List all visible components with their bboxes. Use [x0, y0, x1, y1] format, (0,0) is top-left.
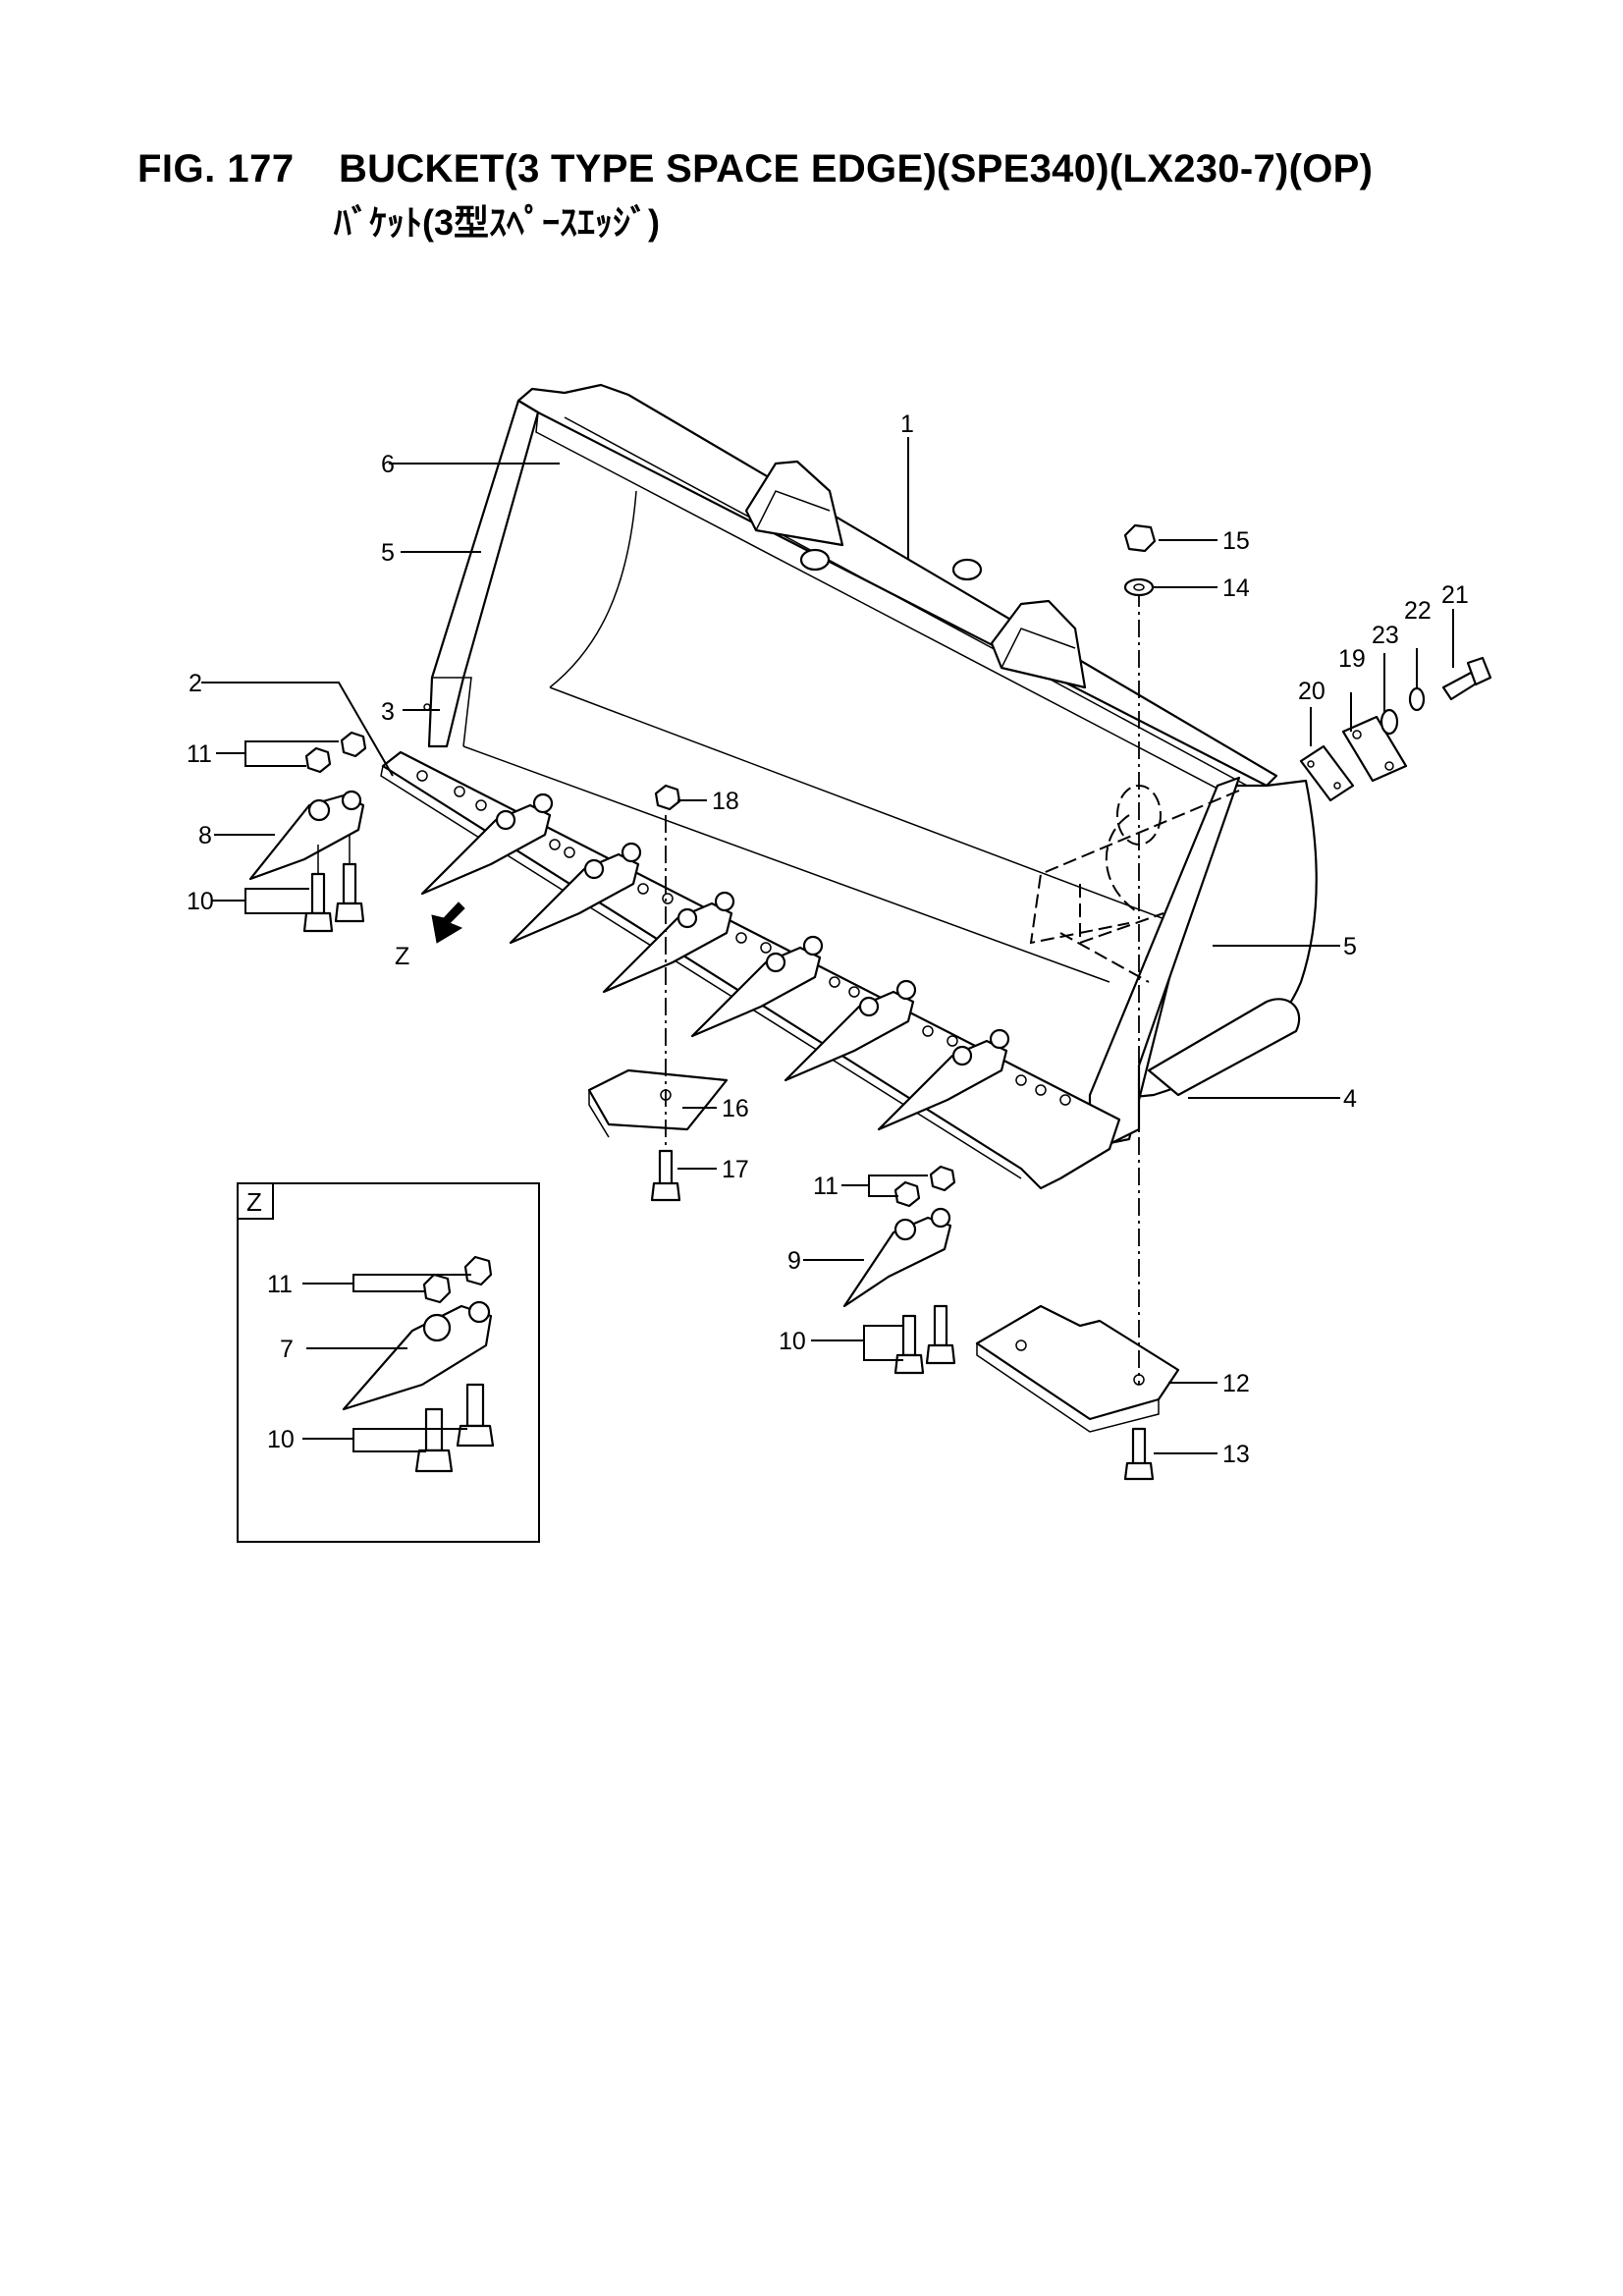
callout-21: 21 [1441, 581, 1469, 609]
callout-17: 17 [722, 1156, 749, 1183]
cutting-edge-holes [416, 770, 1071, 1106]
callout-labels: 1 2 3 4 5 5 6 8 9 10 10 11 11 12 13 14 1… [187, 410, 1469, 1468]
bucket-body [380, 383, 1318, 1190]
edge-guard-16 [587, 784, 729, 1202]
figure-subtitle: ﾊﾞｹｯﾄ(3型ｽﾍﾟｰｽｴｯｼﾞ) [334, 202, 660, 243]
bucket-teeth [420, 793, 1010, 1131]
callout-2: 2 [189, 670, 202, 697]
inset-label: Z [246, 1187, 262, 1217]
figure-title: BUCKET(3 TYPE SPACE EDGE)(SPE340)(LX230-… [339, 147, 1374, 191]
wear-plate-12 [975, 523, 1180, 1481]
callout-11-left: 11 [187, 740, 212, 768]
corner-tooth-left [248, 731, 367, 933]
inset-callout-10: 10 [267, 1426, 295, 1453]
view-arrow-z: Z [395, 902, 465, 970]
view-arrow-label: Z [395, 943, 409, 970]
callout-12: 12 [1222, 1370, 1250, 1397]
callout-16: 16 [722, 1095, 749, 1122]
side-plate-parts [1299, 656, 1492, 802]
callout-5-right: 5 [1343, 933, 1357, 960]
callout-15: 15 [1222, 527, 1250, 555]
callout-20: 20 [1298, 678, 1325, 705]
callout-9: 9 [787, 1247, 801, 1275]
callout-23: 23 [1372, 622, 1399, 649]
inset-callout-7: 7 [280, 1336, 294, 1363]
callout-4: 4 [1343, 1085, 1357, 1113]
callout-11-right: 11 [813, 1173, 839, 1200]
callout-22: 22 [1404, 597, 1432, 625]
callout-10-left: 10 [187, 888, 214, 915]
figure-number: FIG. 177 [137, 147, 295, 191]
callout-1: 1 [900, 410, 914, 438]
corner-tooth-right [842, 1165, 956, 1375]
callout-13: 13 [1222, 1441, 1250, 1468]
callout-6: 6 [381, 451, 395, 478]
callout-8: 8 [198, 822, 212, 849]
detail-inset-z: Z 11 7 10 [237, 1182, 540, 1543]
callout-14: 14 [1222, 574, 1250, 602]
callout-19: 19 [1338, 645, 1366, 673]
leader-lines [201, 437, 1454, 1454]
inset-callout-11: 11 [267, 1271, 293, 1298]
callout-3: 3 [381, 698, 395, 726]
callout-10-right: 10 [779, 1328, 806, 1355]
callout-5-top: 5 [381, 539, 395, 567]
callout-18: 18 [712, 788, 739, 815]
